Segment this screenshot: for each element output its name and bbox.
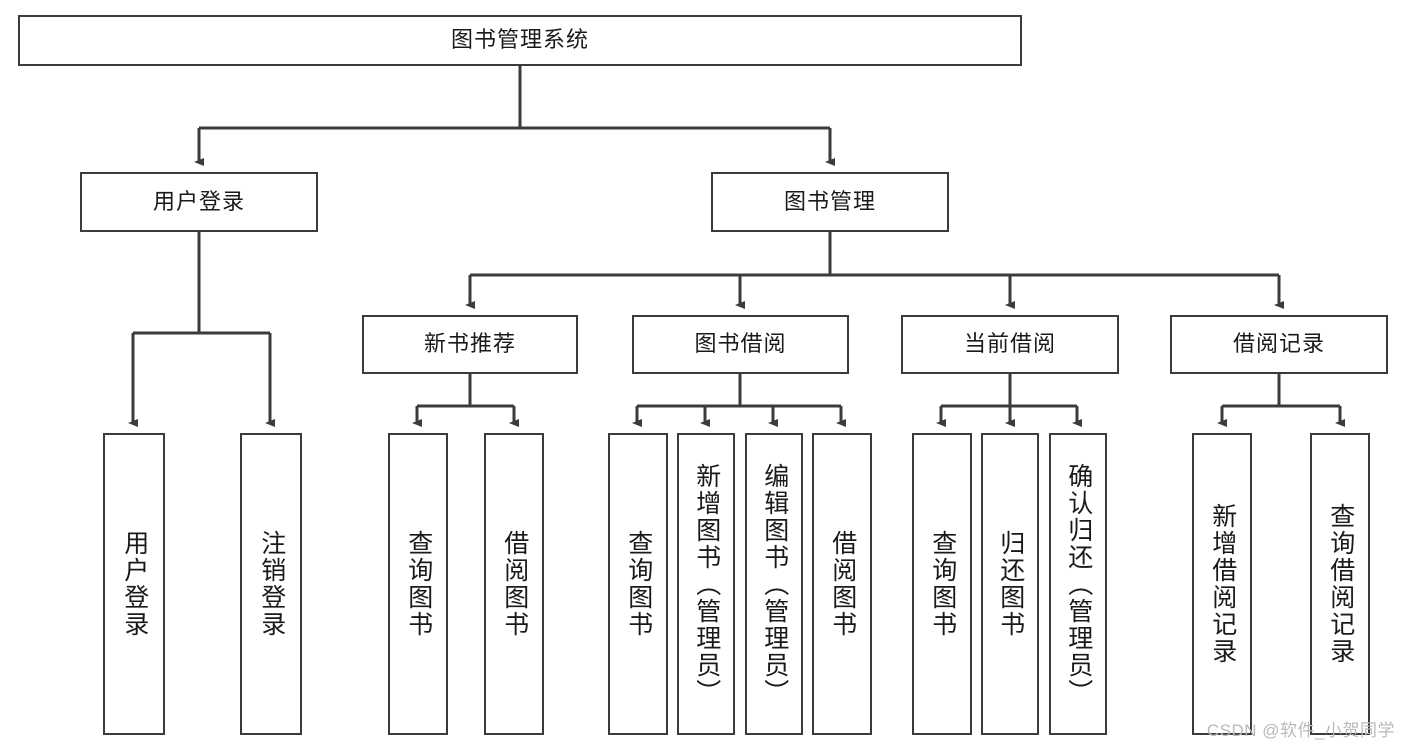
leaf-borrow-book-2-label: 借阅图书 [828, 530, 857, 638]
leaf-edit-book-label: 编辑图书（管理员） [760, 462, 789, 706]
watermark: CSDN @软件_小贺同学 [1206, 721, 1395, 740]
leaf-add-record[interactable]: 新增借阅记录 [1192, 433, 1252, 735]
leaf-confirm-return[interactable]: 确认归还（管理员） [1049, 433, 1107, 735]
leaf-query-book-1-label: 查询图书 [404, 530, 433, 638]
node-current-borrow[interactable]: 当前借阅 [901, 315, 1119, 374]
node-book-borrow-label: 图书借阅 [694, 331, 787, 357]
leaf-add-book[interactable]: 新增图书（管理员） [677, 433, 735, 735]
node-book-manage-label: 图书管理 [783, 188, 876, 214]
node-root[interactable]: 图书管理系统 [18, 15, 1022, 66]
node-borrow-record-label: 借阅记录 [1232, 331, 1325, 357]
leaf-confirm-return-label: 确认归还（管理员） [1064, 462, 1093, 706]
leaf-logout-login-label: 注销登录 [257, 530, 286, 638]
node-current-borrow-label: 当前借阅 [963, 331, 1056, 357]
leaf-edit-book[interactable]: 编辑图书（管理员） [745, 433, 803, 735]
leaf-user-login-label: 用户登录 [120, 530, 149, 638]
node-user-login-label: 用户登录 [152, 188, 245, 214]
node-root-label: 图书管理系统 [450, 27, 589, 53]
leaf-query-record[interactable]: 查询借阅记录 [1310, 433, 1370, 735]
leaf-query-book-3[interactable]: 查询图书 [912, 433, 972, 735]
node-new-book-recommend-label: 新书推荐 [423, 331, 516, 357]
leaf-query-book-3-label: 查询图书 [928, 530, 957, 638]
leaf-return-book-label: 归还图书 [996, 530, 1025, 638]
leaf-query-record-label: 查询借阅记录 [1326, 503, 1355, 665]
leaf-add-book-label: 新增图书（管理员） [692, 462, 721, 706]
leaf-borrow-book-1-label: 借阅图书 [500, 530, 529, 638]
leaf-logout-login[interactable]: 注销登录 [240, 433, 302, 735]
leaf-query-book-2-label: 查询图书 [624, 530, 653, 638]
leaf-query-book-2[interactable]: 查询图书 [608, 433, 668, 735]
node-user-login[interactable]: 用户登录 [80, 172, 318, 232]
node-borrow-record[interactable]: 借阅记录 [1170, 315, 1388, 374]
leaf-query-book-1[interactable]: 查询图书 [388, 433, 448, 735]
leaf-add-record-label: 新增借阅记录 [1208, 503, 1237, 665]
node-new-book-recommend[interactable]: 新书推荐 [362, 315, 578, 374]
node-book-borrow[interactable]: 图书借阅 [632, 315, 849, 374]
leaf-borrow-book-1[interactable]: 借阅图书 [484, 433, 544, 735]
leaf-return-book[interactable]: 归还图书 [981, 433, 1039, 735]
node-book-manage[interactable]: 图书管理 [711, 172, 949, 232]
leaf-borrow-book-2[interactable]: 借阅图书 [812, 433, 872, 735]
leaf-user-login[interactable]: 用户登录 [103, 433, 165, 735]
